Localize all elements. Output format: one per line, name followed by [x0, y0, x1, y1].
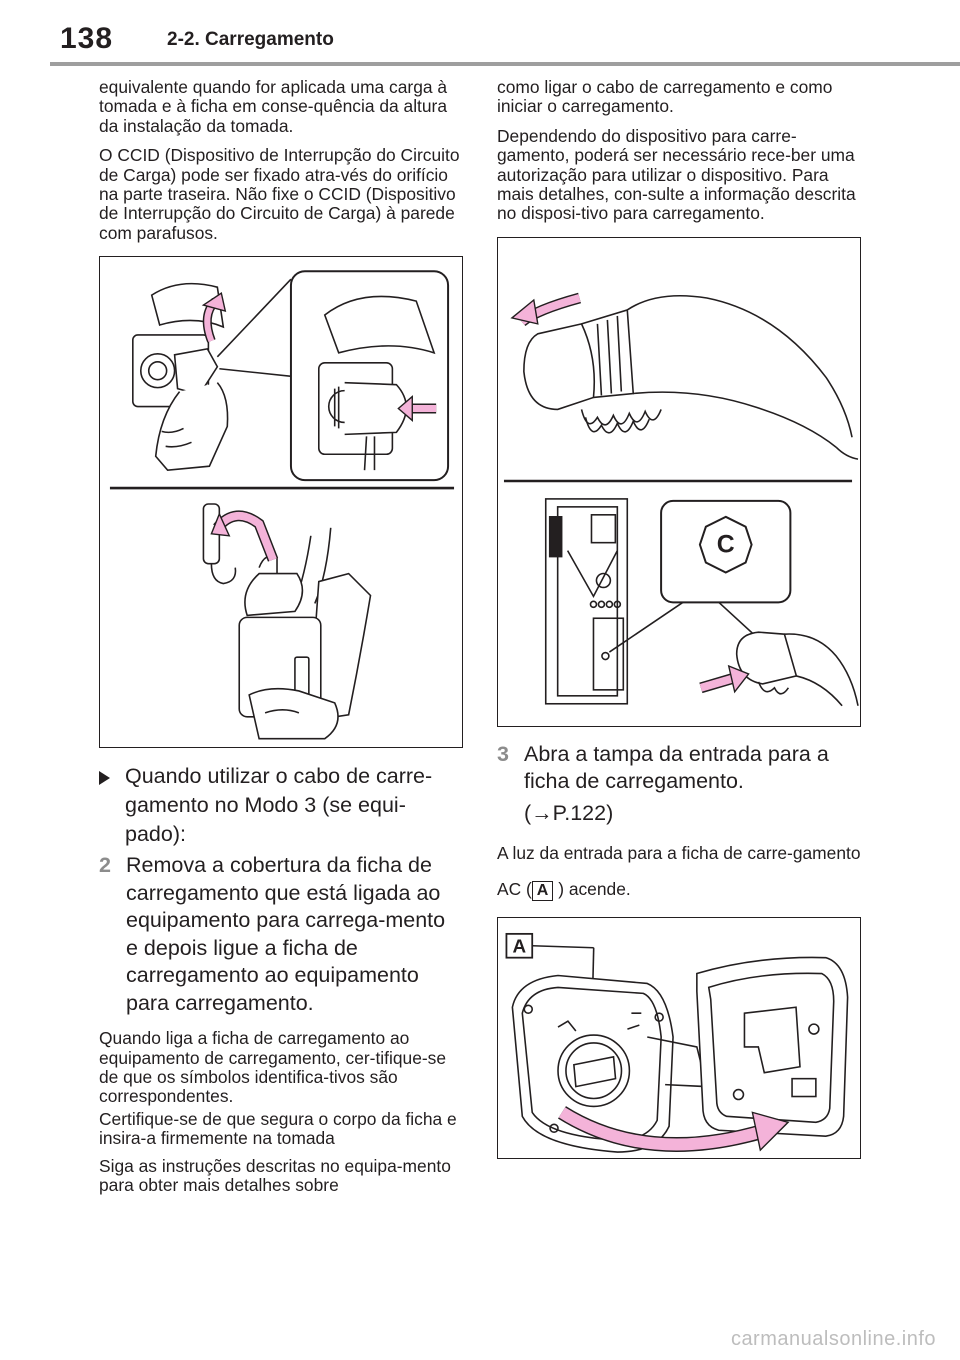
bullet-mode3: Quando utilizar o cabo de carre-gamento … [99, 762, 463, 849]
note-matching-symbols: Quando liga a ficha de carregamento ao e… [99, 1028, 447, 1107]
note-ac-inlet-light: A luz da entrada para a ficha de carre-g… [497, 835, 861, 907]
figure-station-plug: C [497, 236, 861, 727]
bullet-triangle-icon [99, 762, 125, 849]
note-light-before: A luz da entrada para a ficha de carre-g… [497, 843, 861, 900]
paragraph-installation-height: equivalente quando for aplicada uma carg… [99, 77, 448, 136]
note-hold-plug-body: Certifique-se de que segura o corpo da f… [99, 1108, 457, 1149]
bullet-mode3-text: Quando utilizar o cabo de carre-gamento … [125, 764, 433, 847]
charging-station-illustration: C [503, 292, 859, 707]
paragraph-how-to-connect: como ligar o cabo de carregamento e como… [497, 77, 833, 117]
page-number: 138 [60, 22, 114, 55]
step-3: 3 Abra a tampa da entrada para a ficha d… [497, 741, 861, 828]
right-column: como ligar o cabo de carregamento e como… [497, 77, 861, 1160]
step-3-instruction: Abra a tampa da entrada para a ficha de … [524, 741, 829, 794]
callout-a-inline-label: A [531, 881, 554, 902]
step-2-text: Remova a cobertura da ficha de carregame… [126, 853, 446, 1015]
paragraph-ccid-fixing: O CCID (Dispositivo de Interrupção do Ci… [99, 145, 460, 243]
step-number: 2 [99, 853, 111, 878]
header-rule [50, 62, 960, 66]
step-3-text: Abra a tampa da entrada para a ficha de … [524, 741, 861, 828]
page-reference-link[interactable]: (→P.122) [524, 800, 614, 825]
paragraph-authorization: Dependendo do dispositivo para carre-gam… [497, 125, 856, 224]
step-2: 2 Remova a cobertura da ficha de carrega… [99, 852, 463, 1017]
callout-c-label: C [717, 530, 735, 558]
left-column: equivalente quando for aplicada uma carg… [99, 77, 463, 1206]
watermark: carmanualsonline.info [730, 1328, 936, 1350]
note-light-after: ) acende. [553, 879, 631, 900]
callout-a-label: A [513, 936, 527, 957]
note-follow-equipment-instructions: Siga as instruções descritas no equipa-m… [99, 1155, 451, 1196]
step-number: 3 [497, 741, 509, 766]
figure-plug-socket-hook [99, 256, 463, 749]
figure-inlet-cover-open: A [497, 917, 861, 1160]
inlet-cover-illustration: A [505, 933, 849, 1154]
plug-socket-illustration [109, 270, 455, 740]
section-title: 2-2. Carregamento [167, 29, 334, 50]
